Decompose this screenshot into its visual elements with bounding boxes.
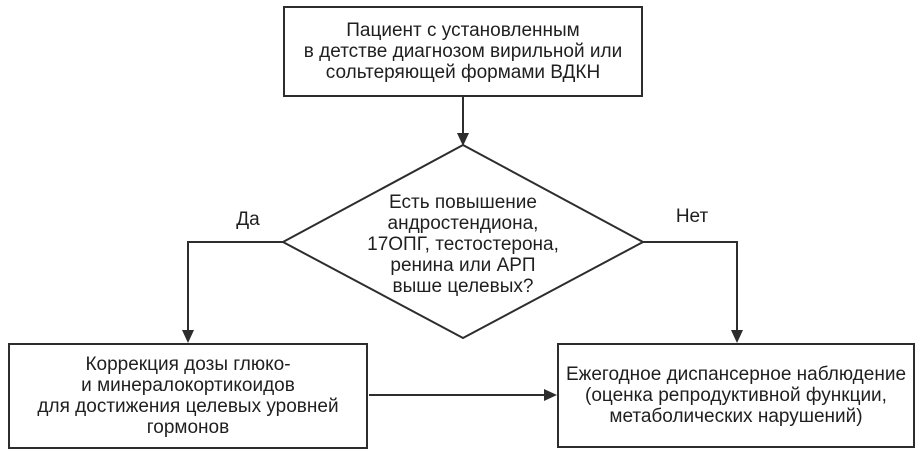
node-patient: Пациент с установленным в детстве диагно… (283, 6, 643, 97)
arrow-dose-to-annual (369, 389, 557, 401)
node-annual-followup-text: Ежегодное диспансерное наблюдение (оценк… (565, 364, 907, 427)
arrow-patient-to-decision (457, 97, 469, 146)
node-annual-followup: Ежегодное диспансерное наблюдение (оценк… (557, 343, 915, 448)
node-dose-correction: Коррекция дозы глюко- и минералокортикои… (8, 343, 368, 449)
node-dose-correction-text: Коррекция дозы глюко- и минералокортикои… (37, 354, 339, 438)
arrow-decision-yes (182, 241, 284, 343)
edge-label-no: Нет (675, 206, 709, 227)
edge-label-yes: Да (236, 209, 260, 230)
arrow-decision-no (642, 241, 743, 343)
node-decision-text: Есть повышение андростендиона, 17ОПГ, те… (367, 192, 559, 297)
node-patient-text: Пациент с установленным в детстве диагно… (303, 20, 623, 83)
decision-diamond-shape (280, 143, 646, 340)
node-decision: Есть повышение андростендиона, 17ОПГ, те… (323, 192, 603, 297)
